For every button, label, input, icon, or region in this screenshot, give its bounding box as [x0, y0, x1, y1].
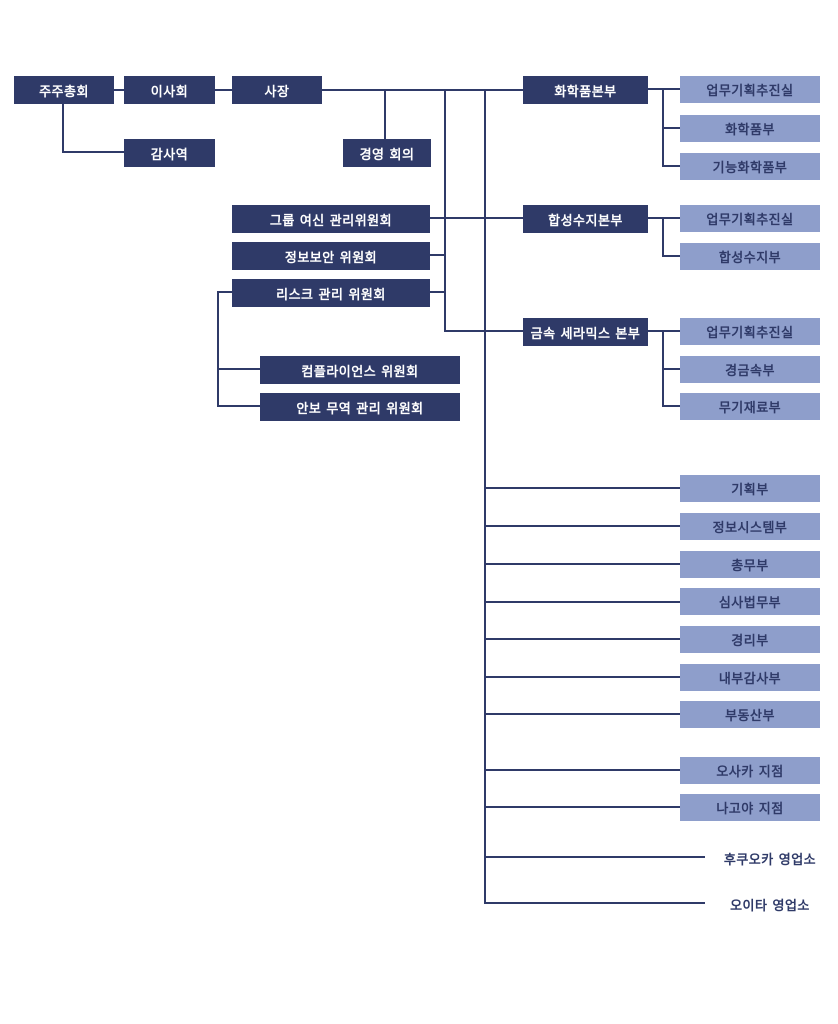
- node-legal-examination-dept: 심사법무부: [680, 588, 820, 615]
- connector-line: [484, 676, 680, 678]
- connector-line: [648, 330, 680, 332]
- connector-line: [648, 88, 680, 90]
- connector-line: [484, 806, 680, 808]
- node-business-planning-office-resin: 업무기획추진실: [680, 205, 820, 232]
- node-information-systems-dept: 정보시스템부: [680, 513, 820, 540]
- connector-line: [484, 525, 680, 527]
- connector-line: [662, 405, 680, 407]
- node-light-metals-dept: 경금속부: [680, 356, 820, 383]
- node-security-trade-control-committee: 안보 무역 관리 위원회: [260, 393, 460, 421]
- node-business-planning-office-chemicals: 업무기획추진실: [680, 76, 820, 103]
- connector-line: [484, 563, 680, 565]
- connector-line: [648, 217, 680, 219]
- connector-line: [430, 254, 446, 256]
- connector-line: [322, 89, 523, 91]
- node-nagoya-branch: 나고야 지점: [680, 794, 820, 821]
- node-internal-audit-dept: 내부감사부: [680, 664, 820, 691]
- node-board-of-directors: 이사회: [124, 76, 215, 104]
- connector-line: [430, 217, 523, 219]
- connector-line: [662, 165, 680, 167]
- connector-line: [484, 487, 680, 489]
- node-fukuoka-sales-office: 후쿠오카 영업소: [723, 852, 817, 868]
- node-osaka-branch: 오사카 지점: [680, 757, 820, 784]
- connector-line: [217, 291, 219, 407]
- node-real-estate-dept: 부동산부: [680, 701, 820, 728]
- connector-line: [217, 405, 260, 407]
- connector-line: [215, 89, 232, 91]
- node-inorganic-materials-dept: 무기재료부: [680, 393, 820, 420]
- connector-line: [484, 638, 680, 640]
- node-general-affairs-dept: 총무부: [680, 551, 820, 578]
- node-functional-chemicals-dept: 기능화학품부: [680, 153, 820, 180]
- connector-line: [484, 713, 680, 715]
- connector-line: [430, 291, 446, 293]
- connector-line: [662, 127, 680, 129]
- connector-line: [484, 601, 680, 603]
- connector-line: [114, 89, 124, 91]
- node-compliance-committee: 컴플라이언스 위원회: [260, 356, 460, 384]
- connector-line: [484, 902, 705, 904]
- node-information-security-committee: 정보보안 위원회: [232, 242, 430, 270]
- connector-line: [662, 255, 680, 257]
- connector-line: [484, 856, 705, 858]
- node-group-credit-management-committee: 그룹 여신 관리위원회: [232, 205, 430, 233]
- connector-line: [62, 151, 124, 153]
- node-risk-management-committee: 리스크 관리 위원회: [232, 279, 430, 307]
- node-metal-ceramics-division: 금속 세라믹스 본부: [523, 318, 648, 346]
- node-oita-sales-office: 오이타 영업소: [730, 898, 810, 914]
- node-shareholders-meeting: 주주총회: [14, 76, 114, 104]
- node-auditor: 감사역: [124, 139, 215, 167]
- node-chemicals-dept: 화학품부: [680, 115, 820, 142]
- connector-line: [444, 330, 523, 332]
- connector-line: [484, 769, 680, 771]
- connector-line: [484, 90, 486, 904]
- connector-line: [662, 368, 680, 370]
- connector-line: [662, 217, 664, 257]
- connector-line: [444, 90, 446, 332]
- connector-line: [384, 90, 386, 139]
- node-planning-dept: 기획부: [680, 475, 820, 502]
- node-synthetic-resin-dept: 합성수지부: [680, 243, 820, 270]
- node-accounting-dept: 경리부: [680, 626, 820, 653]
- node-president: 사장: [232, 76, 322, 104]
- node-management-meeting: 경영 회의: [343, 139, 431, 167]
- node-synthetic-resin-division: 합성수지본부: [523, 205, 648, 233]
- node-business-planning-office-metal: 업무기획추진실: [680, 318, 820, 345]
- connector-line: [62, 104, 64, 153]
- connector-line: [217, 368, 260, 370]
- node-chemicals-division: 화학품본부: [523, 76, 648, 104]
- connector-line: [217, 291, 232, 293]
